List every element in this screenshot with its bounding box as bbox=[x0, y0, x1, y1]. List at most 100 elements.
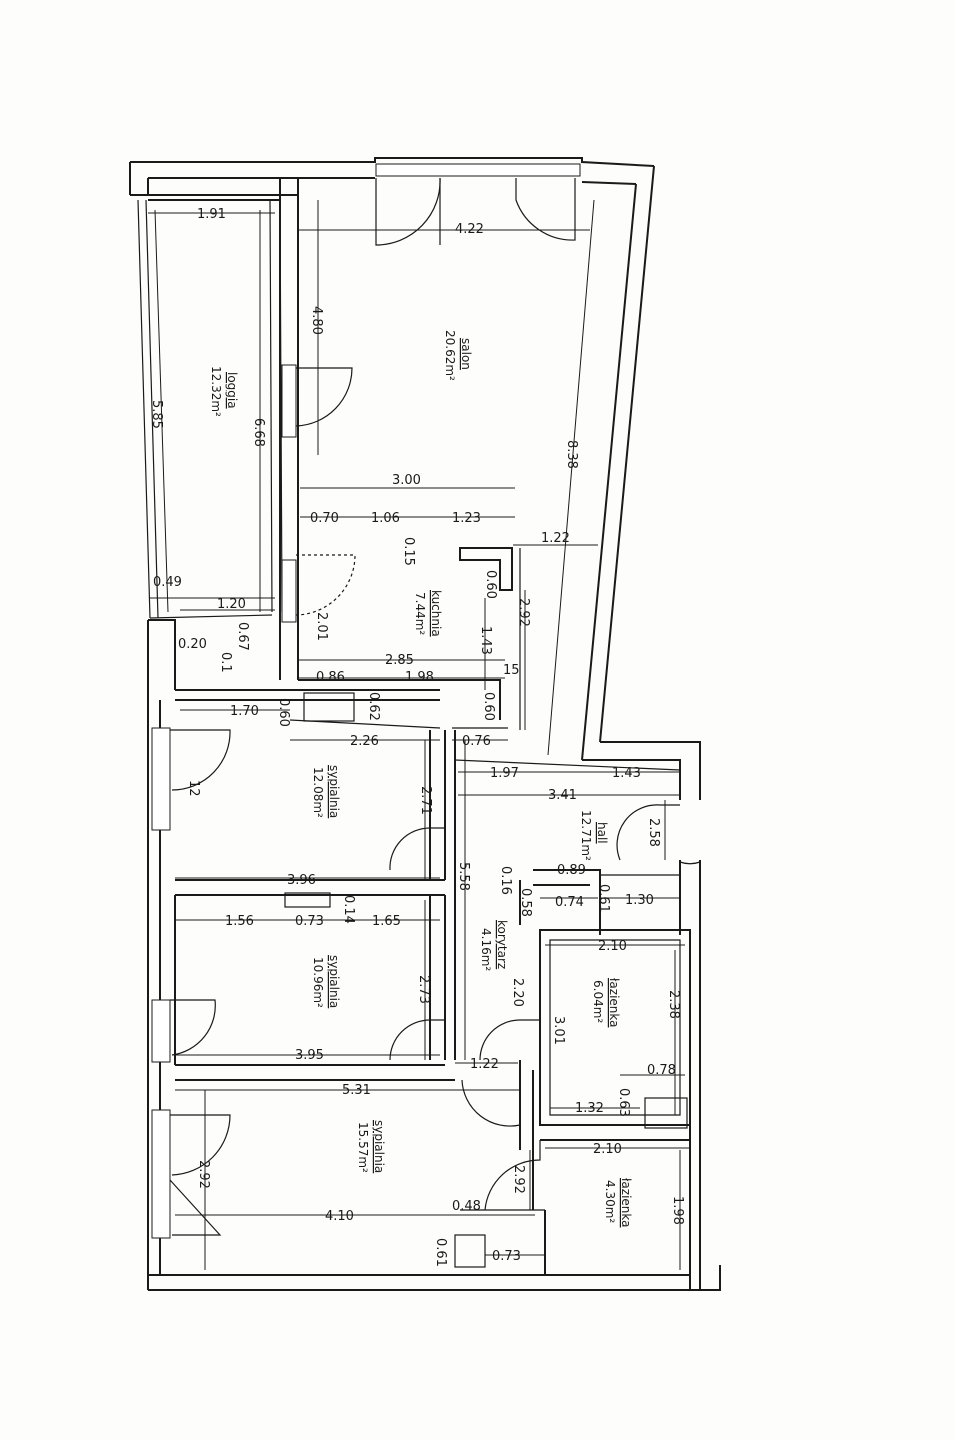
room-name: sypialnia bbox=[327, 765, 341, 818]
dim-label: 0.63 bbox=[616, 1088, 631, 1117]
room-name: łazienka bbox=[619, 1178, 633, 1227]
dim-label: 0.49 bbox=[153, 575, 182, 590]
room-area: 20.62m² bbox=[443, 330, 457, 381]
room-sypialnia-1: sypialnia 12.08m² bbox=[311, 765, 341, 818]
bedroom2-door bbox=[389, 1019, 445, 1061]
dim-label: 1.91 bbox=[197, 207, 226, 222]
room-lazienka-1: łazienka 6.04m² bbox=[591, 978, 621, 1027]
dim-label: 1.32 bbox=[575, 1101, 604, 1116]
dim-label: 1.20 bbox=[217, 597, 246, 612]
dim-label: 1.22 bbox=[541, 531, 570, 546]
dim-label: 2.92 bbox=[516, 598, 531, 627]
room-name: korytarz bbox=[495, 920, 509, 969]
windows bbox=[151, 163, 581, 1239]
dim-label: 5.31 bbox=[342, 1083, 371, 1098]
dim-label: 0.16 bbox=[498, 866, 513, 895]
dim-label: 3.01 bbox=[551, 1016, 566, 1045]
dim-label: 15 bbox=[503, 663, 520, 678]
room-area: 4.16m² bbox=[479, 928, 493, 971]
room-name: kuchnia bbox=[429, 590, 443, 637]
room-name: loggia bbox=[225, 372, 239, 409]
dim-label: 1.30 bbox=[625, 893, 654, 908]
dim-label: 3.00 bbox=[392, 473, 421, 488]
dim-label: 1.56 bbox=[225, 914, 254, 929]
loggia-door-window bbox=[281, 364, 297, 438]
dim-label: 6.68 bbox=[251, 418, 266, 447]
room-name: sypialnia bbox=[372, 1120, 386, 1173]
dim-label: 0.73 bbox=[492, 1249, 521, 1264]
room-name: salon bbox=[459, 338, 473, 370]
room-area: 4.30m² bbox=[603, 1180, 617, 1223]
outer-walls bbox=[129, 157, 721, 1291]
room-area: 6.04m² bbox=[591, 980, 605, 1023]
dim-label: 0.61 bbox=[433, 1238, 448, 1267]
room-name: sypialnia bbox=[327, 955, 341, 1008]
dim-label: 1.70 bbox=[230, 704, 259, 719]
room-lazienka-2: łazienka 4.30m² bbox=[603, 1178, 633, 1227]
dim-label: 0.15 bbox=[401, 537, 416, 566]
dim-label: 2.26 bbox=[350, 734, 379, 749]
room-name: hall bbox=[595, 822, 609, 844]
dim-label: 2.10 bbox=[598, 939, 627, 954]
room-area: 12.71m² bbox=[579, 810, 593, 861]
room-salon: salon 20.62m² bbox=[443, 330, 473, 381]
dim-label: 0.74 bbox=[555, 895, 584, 910]
dim-label: 0.60 bbox=[481, 692, 496, 721]
dim-label: 2.73 bbox=[416, 975, 431, 1004]
dim-label: 0.60 bbox=[276, 698, 291, 727]
dim-label: 1.98 bbox=[405, 670, 434, 685]
bedroom1-door bbox=[389, 827, 445, 871]
room-labels: loggia 12.32m² salon 20.62m² kuchnia 7.4… bbox=[209, 330, 633, 1227]
dim-label: 1.97 bbox=[490, 766, 519, 781]
bedroom2-window-door bbox=[170, 999, 216, 1056]
salon-door-right bbox=[515, 178, 576, 241]
room-area: 12.08m² bbox=[311, 767, 325, 818]
salon-window bbox=[375, 163, 581, 177]
interior-walls bbox=[174, 178, 691, 1275]
salon-door-left bbox=[375, 177, 441, 246]
dim-label: 0.14 bbox=[341, 895, 356, 924]
dim-label: 4.22 bbox=[455, 222, 484, 237]
dim-label: 2.92 bbox=[511, 1165, 526, 1194]
kitchen-window bbox=[281, 559, 297, 623]
bedroom1-window-door bbox=[170, 729, 231, 791]
dim-label: 1.65 bbox=[372, 914, 401, 929]
dim-label: 0.48 bbox=[452, 1199, 481, 1214]
dim-label: 4.80 bbox=[309, 306, 324, 335]
dim-label: 8.38 bbox=[564, 440, 579, 469]
room-korytarz: korytarz 4.16m² bbox=[479, 920, 509, 971]
dim-label: 3.95 bbox=[295, 1048, 324, 1063]
dim-label: 0.86 bbox=[316, 670, 345, 685]
room-area: 12.32m² bbox=[209, 366, 223, 417]
bedroom3-window-door bbox=[170, 1114, 231, 1176]
room-area: 7.44m² bbox=[413, 592, 427, 635]
dim-label: 0.20 bbox=[178, 637, 207, 652]
dim-label: 12 bbox=[186, 780, 201, 797]
bedroom1-window bbox=[151, 727, 171, 831]
dim-label: 0.89 bbox=[557, 863, 586, 878]
dim-label: 2.58 bbox=[646, 818, 661, 847]
dim-label: 5.58 bbox=[456, 862, 471, 891]
room-sypialnia-3: sypialnia 15.57m² bbox=[356, 1120, 386, 1173]
dim-label: 0.62 bbox=[366, 692, 381, 721]
loggia-door bbox=[295, 367, 353, 427]
room-sypialnia-2: sypialnia 10.96m² bbox=[311, 955, 341, 1008]
bathroom2-door bbox=[484, 1140, 541, 1211]
dim-label: 2.20 bbox=[510, 978, 525, 1007]
dim-label: 1.98 bbox=[670, 1196, 685, 1225]
bathroom1-door bbox=[479, 1019, 540, 1061]
dim-label: 0.70 bbox=[310, 511, 339, 526]
dim-label: 2.01 bbox=[314, 612, 329, 641]
dim-label: 0.67 bbox=[235, 622, 250, 651]
dim-label: 2.10 bbox=[593, 1142, 622, 1157]
dim-label: 0.78 bbox=[647, 1063, 676, 1078]
room-area: 15.57m² bbox=[356, 1122, 370, 1173]
dimension-lines bbox=[148, 199, 690, 1270]
dim-label: 0.58 bbox=[518, 888, 533, 917]
bedroom3-window-door-2 bbox=[169, 1179, 222, 1236]
dimension-labels: 1.91 4.22 4.80 5.85 6.68 8.38 3.00 0.70 … bbox=[149, 207, 685, 1267]
hall-door bbox=[616, 804, 680, 861]
kitchen-door bbox=[295, 554, 356, 616]
dim-label: 1.23 bbox=[452, 511, 481, 526]
